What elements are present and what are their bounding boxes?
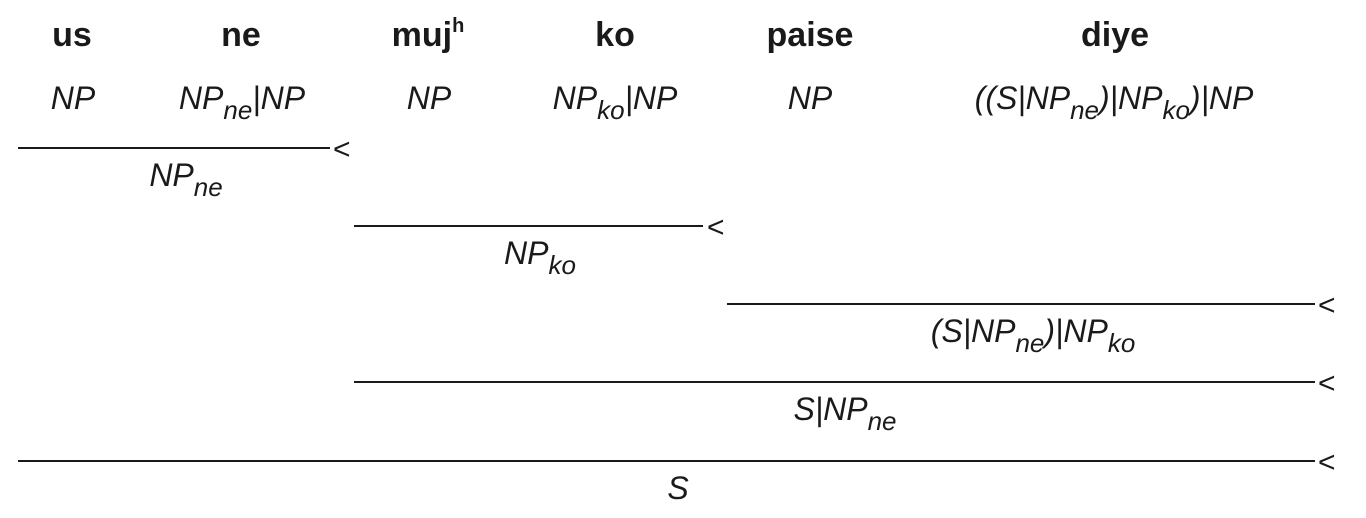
derivation-result-5: S: [667, 470, 689, 506]
backward-application-arrow-1: <: [333, 133, 351, 166]
category-diye: ((S|NPne)|NPko)|NP: [974, 80, 1254, 125]
category-ne: NPne|NP: [178, 80, 306, 125]
backward-application-arrow-5: <: [1318, 446, 1336, 479]
word-mujh: mujh: [391, 15, 465, 54]
word-us: us: [52, 16, 92, 54]
word-diye: diye: [1080, 16, 1150, 54]
derivation-result-1: NPne: [149, 157, 223, 202]
category-paise: NP: [787, 80, 833, 116]
word-ko: ko: [595, 16, 635, 54]
category-us: NP: [50, 80, 96, 116]
derivation-result-2: NPko: [504, 235, 576, 280]
derivation-rule-2: [354, 225, 703, 227]
category-mujh: NP: [406, 80, 452, 116]
backward-application-arrow-3: <: [1318, 289, 1336, 322]
category-ko: NPko|NP: [552, 80, 678, 125]
derivation-result-4: S|NPne: [793, 391, 897, 436]
derivation-rule-1: [18, 147, 330, 149]
derivation-result-3: (S|NPne)|NPko: [930, 313, 1136, 358]
derivation-rule-5: [18, 460, 1315, 462]
word-ne: ne: [221, 16, 261, 54]
backward-application-arrow-4: <: [1318, 367, 1336, 400]
derivation-rule-4: [354, 381, 1315, 383]
derivation-rule-3: [727, 303, 1315, 305]
backward-application-arrow-2: <: [707, 211, 725, 244]
word-paise: paise: [766, 16, 854, 54]
